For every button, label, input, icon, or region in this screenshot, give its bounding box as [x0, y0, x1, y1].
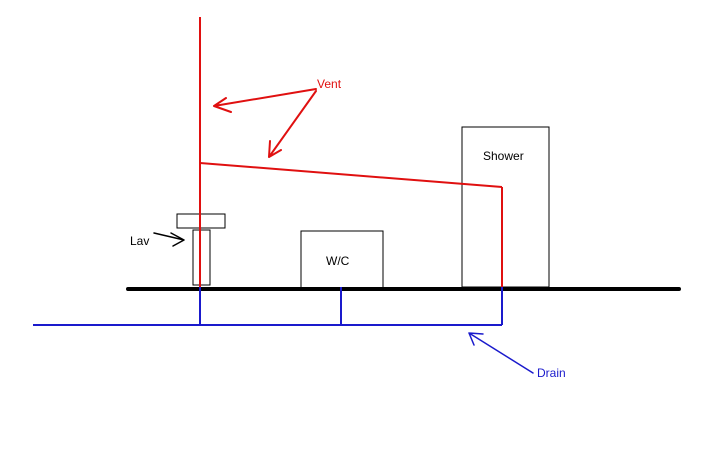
vent-arrow-2 [268, 90, 317, 158]
label-shower: Shower [483, 149, 524, 163]
label-lav: Lav [130, 234, 149, 248]
drain-piping [33, 287, 503, 326]
label-wc: W/C [326, 254, 350, 268]
vent-piping [199, 17, 503, 287]
label-vent: Vent [317, 77, 342, 91]
vent-branch [199, 162, 503, 188]
vent-arrows [213, 88, 317, 158]
label-drain: Drain [537, 366, 566, 380]
lav-arrow [153, 232, 185, 247]
vent-arrow-1 [213, 88, 317, 113]
lav-pedestal [192, 229, 211, 286]
drain-arrow [468, 332, 534, 374]
